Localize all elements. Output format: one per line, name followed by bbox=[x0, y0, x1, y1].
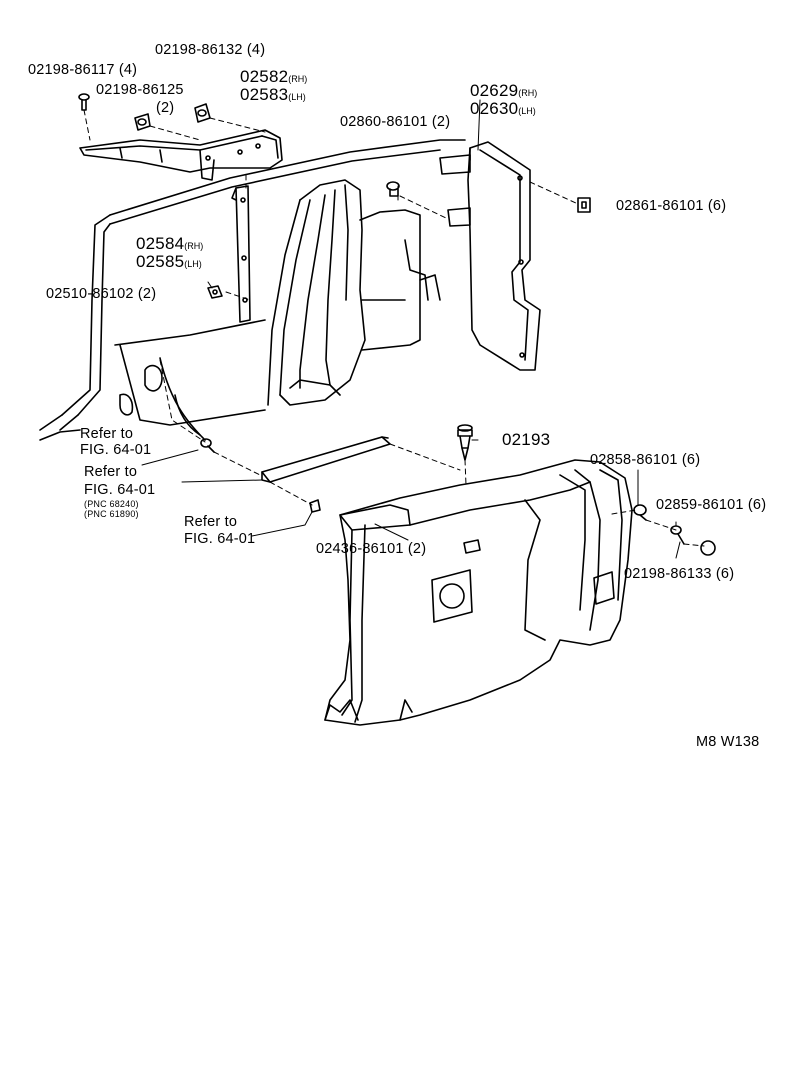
body-outline bbox=[39, 139, 466, 441]
leader-lines bbox=[141, 99, 681, 559]
label-02436-86101: 02436-86101 (2) bbox=[316, 541, 427, 557]
label-02859-86101: 02859-86101 (6) bbox=[656, 497, 767, 513]
upper-bracket bbox=[79, 129, 283, 181]
rear-side-panel bbox=[439, 141, 541, 371]
refer-fig-3-line1: Refer to bbox=[184, 514, 238, 530]
quarter-pillar-trim bbox=[267, 179, 441, 406]
refer-fig-2-line2: FIG. 64-01 bbox=[84, 482, 156, 498]
assembly-dashed-lines bbox=[83, 109, 705, 547]
refer-fig-3-line2: FIG. 64-01 bbox=[184, 531, 256, 547]
label-02193: 02193 bbox=[502, 430, 551, 449]
label-02860-86101: 02860-86101 (2) bbox=[340, 114, 451, 130]
refer-fig-2-pnc1: (PNC 68240) bbox=[84, 499, 139, 509]
scuff-plate bbox=[261, 436, 391, 483]
label-02584-rh: 02584(RH) bbox=[136, 234, 204, 253]
label-02629-rh: 02629(RH) bbox=[470, 81, 538, 100]
label-02198-86117: 02198-86117 (4) bbox=[28, 62, 138, 78]
label-02510-86102: 02510-86102 (2) bbox=[46, 286, 157, 302]
label-02858-86101: 02858-86101 (6) bbox=[590, 452, 701, 468]
vertical-bracket bbox=[231, 185, 251, 323]
refer-fig-2-pnc2: (PNC 61890) bbox=[84, 509, 139, 519]
diagram-code: M8 W138 bbox=[696, 734, 760, 750]
refer-fig-1-line2: FIG. 64-01 bbox=[80, 442, 152, 458]
label-02630-lh: 02630(LH) bbox=[470, 99, 536, 118]
refer-fig-1-line1: Refer to bbox=[80, 426, 134, 442]
label-02198-86125: 02198-86125 bbox=[96, 82, 184, 98]
label-02583-lh: 02583(LH) bbox=[240, 85, 306, 104]
label-02198-86133: 02198-86133 (6) bbox=[624, 566, 735, 582]
label-02198-86132: 02198-86132 (4) bbox=[155, 42, 266, 58]
label-02585-lh: 02585(LH) bbox=[136, 252, 202, 271]
label-02198-86125-qty: (2) bbox=[156, 100, 175, 116]
label-02861-86101: 02861-86101 (6) bbox=[616, 198, 727, 214]
label-02582-rh: 02582(RH) bbox=[240, 67, 308, 86]
refer-fig-2-line1: Refer to bbox=[84, 464, 138, 480]
fasteners bbox=[78, 93, 716, 556]
lower-quarter-trim bbox=[324, 459, 633, 726]
